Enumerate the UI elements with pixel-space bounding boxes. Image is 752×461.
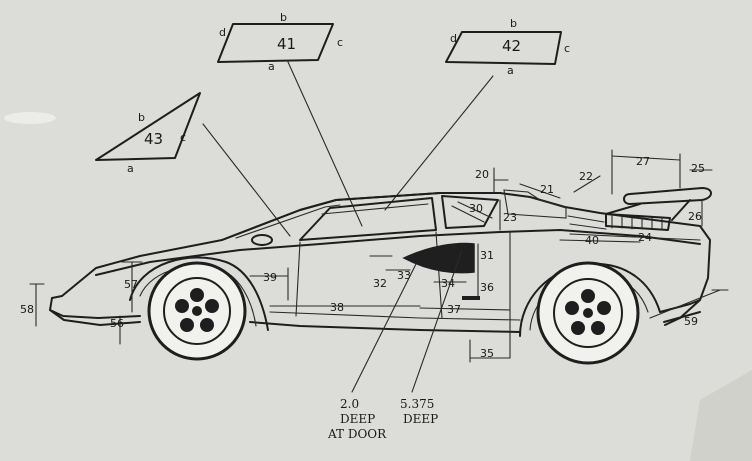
door-handle	[462, 296, 480, 300]
dimension-lines	[29, 149, 729, 363]
rear-quarter-window	[441, 195, 499, 229]
dim-36: 36	[480, 281, 494, 294]
front-wheel	[147, 261, 247, 361]
roofline	[221, 192, 501, 241]
panel-42-label-d: d	[450, 32, 457, 45]
panel-42-shape	[445, 31, 562, 65]
dim-26: 26	[688, 210, 702, 223]
panel-41-label-a: a	[268, 60, 275, 73]
dim-21: 21	[540, 183, 554, 196]
dim-30: 30	[469, 202, 483, 215]
dim-38: 38	[330, 301, 344, 314]
panel-41: 41 b d c a	[217, 11, 343, 73]
dim-25: 25	[691, 162, 705, 175]
dimension-labels: 20 21 22 23 24 25 26 27 30 31 32 33 34 3…	[20, 155, 705, 360]
windshield	[235, 204, 341, 239]
panel-43-label-c: c	[180, 131, 186, 144]
panel-42-number: 42	[502, 37, 521, 55]
note2-line1: 5.375	[400, 397, 434, 411]
sill-crease	[269, 311, 521, 321]
dim-35: 35	[480, 347, 494, 360]
dim-27: 27	[636, 155, 650, 168]
dim-56: 56	[110, 317, 124, 330]
panel-43-label-a: a	[127, 162, 134, 175]
note1-line2: DEEP	[340, 412, 375, 426]
dim-37: 37	[447, 303, 461, 316]
note2-line2: DEEP	[403, 412, 438, 426]
engine-cover	[503, 189, 567, 219]
panel-41-label-c: c	[337, 36, 343, 49]
side-mirror	[251, 234, 273, 246]
wing-supports	[605, 199, 691, 221]
panel-41-label-d: d	[219, 26, 226, 39]
dim-20: 20	[475, 168, 489, 181]
panel-43-shape	[95, 92, 201, 161]
panel-42-label-c: c	[564, 42, 570, 55]
car-body	[49, 187, 712, 337]
panel-43: 43 b c a	[95, 92, 201, 175]
shoulder-line	[95, 229, 701, 276]
dim-39: 39	[263, 271, 277, 284]
panel-41-shape	[217, 23, 334, 63]
depth-notes: 2.0 DEEP AT DOOR 5.375 DEEP	[327, 249, 463, 441]
panel-42-label-b: b	[510, 17, 517, 30]
panel-42: 42 b d c a	[445, 17, 570, 77]
dim-34: 34	[441, 277, 455, 290]
panel-43-number: 43	[144, 130, 163, 148]
note1-line3: AT DOOR	[327, 427, 387, 441]
panel-41-number: 41	[277, 35, 296, 53]
sill-line	[249, 321, 521, 333]
note1-line1: 2.0	[340, 397, 359, 411]
dim-24: 24	[638, 231, 652, 244]
body-outline	[49, 192, 711, 326]
paper-corner-shadow	[690, 370, 752, 461]
dim-59: 59	[684, 315, 698, 328]
nose-tip	[51, 295, 63, 299]
rear-wheel	[536, 261, 640, 365]
dim-57: 57	[124, 278, 138, 291]
dim-58: 58	[20, 303, 34, 316]
paper-smudge	[4, 112, 56, 124]
rear-vent	[605, 213, 671, 231]
dim-31: 31	[480, 249, 494, 262]
panel-42-label-a: a	[507, 64, 514, 77]
front-wheel-arch	[129, 256, 269, 331]
dim-33: 33	[397, 269, 411, 282]
side-window	[299, 197, 437, 241]
rear-bumper	[659, 299, 701, 323]
panel-43-label-b: b	[138, 111, 145, 124]
dim-40: 40	[585, 234, 599, 247]
panel-41-label-b: b	[280, 11, 287, 24]
dim-32: 32	[373, 277, 387, 290]
dim-23: 23	[503, 211, 517, 224]
dim-22: 22	[579, 170, 593, 183]
